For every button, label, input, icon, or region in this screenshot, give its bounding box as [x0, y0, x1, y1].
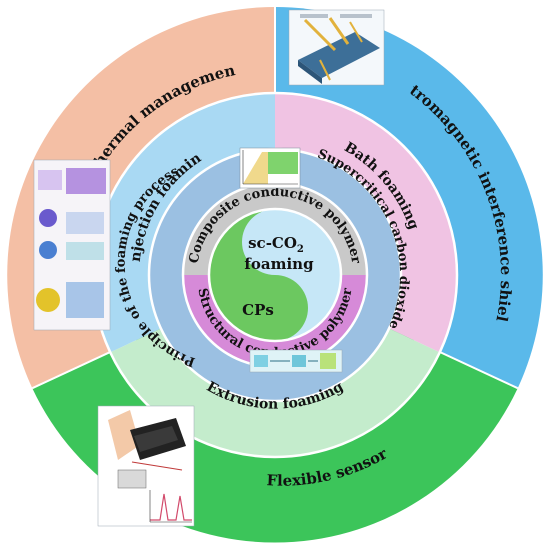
- flexible-sensor-illustration: [97, 405, 195, 527]
- emi-shielding-illustration: [288, 9, 385, 86]
- sc-co2-label: sc-CO2: [248, 234, 304, 255]
- center-edge: [207, 207, 343, 343]
- yin-half: [209, 209, 308, 341]
- phase-diagram-illustration: [239, 147, 301, 189]
- center-yin-yang: [207, 207, 343, 343]
- foaming-center-label: foaming: [244, 255, 314, 273]
- extrusion-process-illustration: [249, 349, 343, 373]
- cps-label: CPs: [242, 301, 274, 319]
- thermal-management-illustration: [33, 159, 111, 331]
